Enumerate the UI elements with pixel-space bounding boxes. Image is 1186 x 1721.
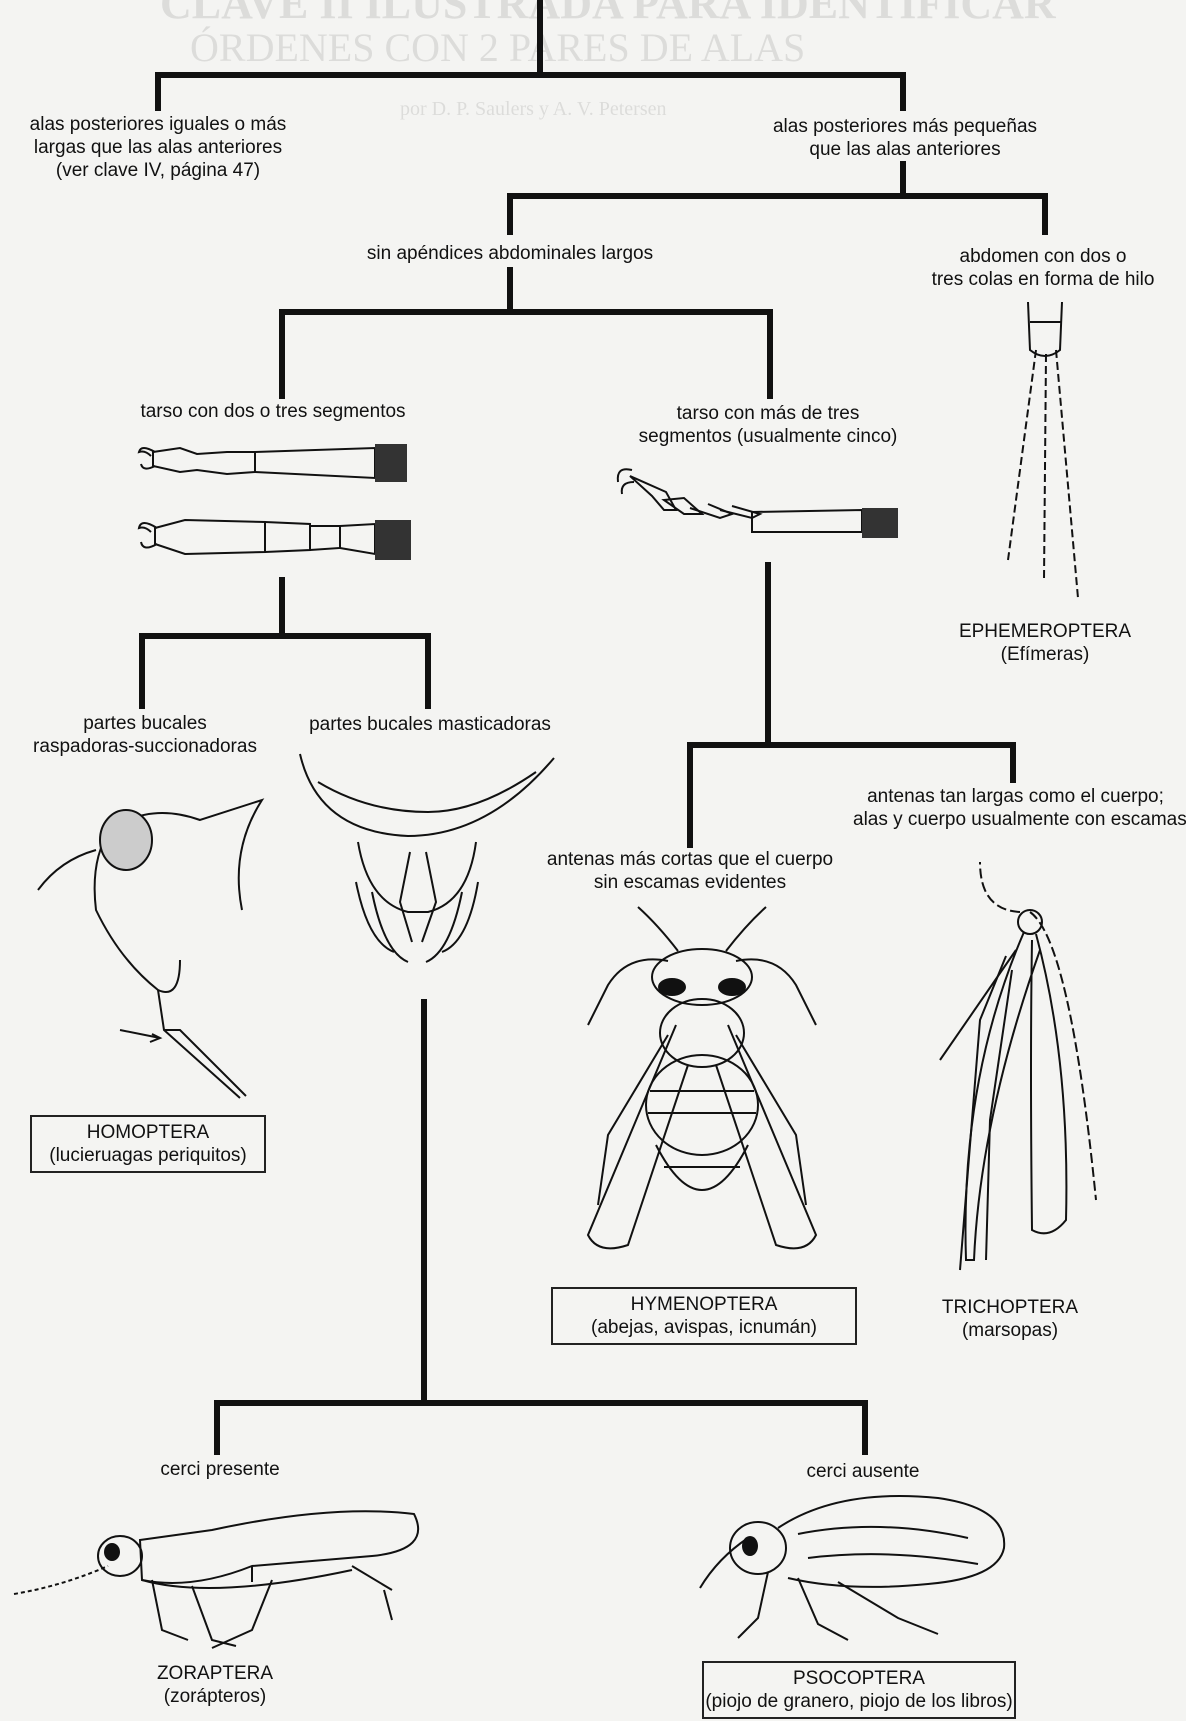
couplet-tarsus-two-or-three: tarso con dos o tres segmentos bbox=[118, 400, 428, 423]
couplet-line: tres colas en forma de hilo bbox=[918, 268, 1168, 291]
tarsus-2-segment-icon bbox=[135, 438, 410, 488]
couplet-mouthparts-scraping-sucking: partes bucales raspadoras-succionadoras bbox=[25, 712, 265, 758]
order-common-name: (abejas, avispas, icnumán) bbox=[553, 1316, 855, 1339]
couplet-line: sin apéndices abdominales largos bbox=[350, 242, 670, 265]
couplet-line: antenas más cortas que el cuerpo bbox=[545, 848, 835, 871]
booklouse-icon bbox=[698, 1468, 1010, 1648]
couplet-line: tarso con más de tres bbox=[618, 402, 918, 425]
tarsus-3-segment-icon bbox=[135, 512, 415, 568]
order-common-name: (zorápteros) bbox=[105, 1685, 325, 1708]
couplet-line: segmentos (usualmente cinco) bbox=[618, 425, 918, 448]
order-common-name: (piojo de granero, piojo de los libros) bbox=[704, 1690, 1014, 1713]
order-homoptera: HOMOPTERA (lucieruagas periquitos) bbox=[30, 1115, 266, 1173]
couplet-line: abdomen con dos o bbox=[918, 245, 1168, 268]
couplet-hind-wings-equal-or-longer: alas posteriores iguales o más largas qu… bbox=[18, 113, 298, 182]
couplet-line: antenas tan largas como el cuerpo; bbox=[853, 785, 1178, 808]
order-name: HOMOPTERA bbox=[32, 1121, 264, 1144]
couplet-line: cerci presente bbox=[120, 1458, 320, 1481]
order-name: TRICHOPTERA bbox=[900, 1296, 1120, 1319]
order-name: ZORAPTERA bbox=[105, 1662, 325, 1685]
couplet-abdomen-two-or-three-tails: abdomen con dos o tres colas en forma de… bbox=[918, 245, 1168, 291]
order-name: HYMENOPTERA bbox=[553, 1293, 855, 1316]
caddisfly-icon bbox=[920, 860, 1100, 1280]
couplet-line: sin escamas evidentes bbox=[545, 871, 835, 894]
order-common-name: (marsopas) bbox=[900, 1319, 1120, 1342]
chewing-mouthparts-icon bbox=[298, 752, 558, 982]
couplet-line: partes bucales masticadoras bbox=[300, 713, 560, 736]
couplet-line: que las alas anteriores bbox=[760, 138, 1050, 161]
couplet-no-long-abdominal-appendages: sin apéndices abdominales largos bbox=[350, 242, 670, 265]
leafhopper-head-icon bbox=[30, 790, 270, 1100]
order-psocoptera: PSOCOPTERA (piojo de granero, piojo de l… bbox=[702, 1661, 1016, 1719]
couplet-line: alas posteriores más pequeñas bbox=[760, 115, 1050, 138]
zorapteran-icon bbox=[12, 1490, 422, 1650]
order-zoraptera: ZORAPTERA (zorápteros) bbox=[105, 1662, 325, 1708]
order-ephemeroptera: EPHEMEROPTERA (Efímeras) bbox=[930, 620, 1160, 666]
couplet-tarsus-more-than-three: tarso con más de tres segmentos (usualme… bbox=[618, 402, 918, 448]
couplet-cerci-present: cerci presente bbox=[120, 1458, 320, 1481]
couplet-mouthparts-chewing: partes bucales masticadoras bbox=[300, 713, 560, 736]
couplet-antennae-shorter-than-body: antenas más cortas que el cuerpo sin esc… bbox=[545, 848, 835, 894]
couplet-antennae-as-long-as-body: antenas tan largas como el cuerpo; alas … bbox=[853, 785, 1178, 831]
order-common-name: (Efímeras) bbox=[930, 643, 1160, 666]
couplet-line: partes bucales bbox=[25, 712, 265, 735]
couplet-line: raspadoras-succionadoras bbox=[25, 735, 265, 758]
couplet-line: alas posteriores iguales o más bbox=[18, 113, 298, 136]
wasp-icon bbox=[568, 905, 836, 1280]
order-name: PSOCOPTERA bbox=[704, 1667, 1014, 1690]
order-hymenoptera: HYMENOPTERA (abejas, avispas, icnumán) bbox=[551, 1287, 857, 1345]
couplet-line: alas y cuerpo usualmente con escamas bbox=[853, 808, 1178, 831]
order-trichoptera: TRICHOPTERA (marsopas) bbox=[900, 1296, 1120, 1342]
couplet-hind-wings-smaller: alas posteriores más pequeñas que las al… bbox=[760, 115, 1050, 161]
mayfly-abdomen-icon bbox=[1000, 300, 1120, 600]
order-common-name: (lucieruagas periquitos) bbox=[32, 1144, 264, 1167]
couplet-line: tarso con dos o tres segmentos bbox=[118, 400, 428, 423]
couplet-line: largas que las alas anteriores bbox=[18, 136, 298, 159]
tarsus-5-segment-icon bbox=[612, 462, 902, 547]
order-name: EPHEMEROPTERA bbox=[930, 620, 1160, 643]
couplet-line: (ver clave IV, página 47) bbox=[18, 159, 298, 182]
